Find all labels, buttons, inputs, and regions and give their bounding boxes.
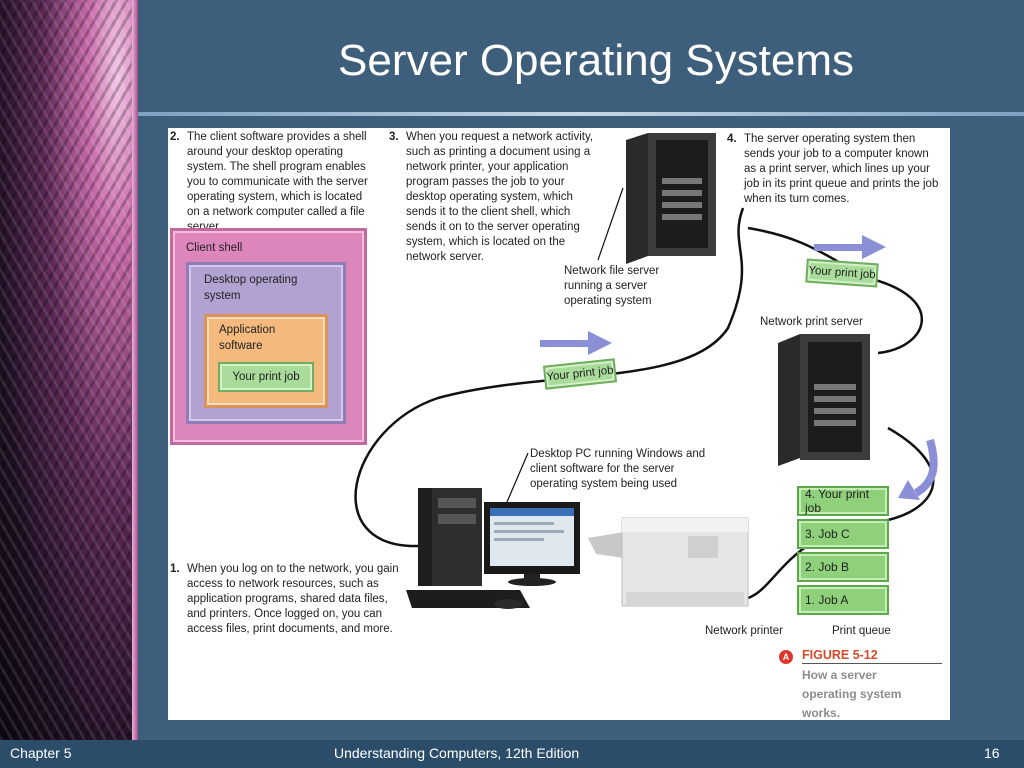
application-software-box <box>204 314 328 408</box>
footer-book-title: Understanding Computers, 12th Edition <box>334 745 580 761</box>
step-4-text: 4. The server operating system then send… <box>727 132 940 207</box>
page-number: 16 <box>984 745 1000 761</box>
monitor-icon <box>484 502 580 586</box>
caption-divider <box>802 663 942 664</box>
slide-footer: Chapter 5 Understanding Computers, 12th … <box>0 740 1024 768</box>
print-job-box: Your print job <box>218 362 314 392</box>
callout-line <box>597 187 624 261</box>
figure-panel: 2. The client software provides a shell … <box>168 128 950 720</box>
step-description: When you log on to the network, you gain… <box>187 563 399 635</box>
slide-title: Server Operating Systems <box>338 36 854 85</box>
print-server-caption: Network print server <box>760 316 863 328</box>
print-queue-item: 4. Your print job <box>797 486 889 516</box>
application-software-label: Application software <box>219 324 276 352</box>
print-queue-item: 2. Job B <box>797 552 889 582</box>
step-description: When you request a network activity, suc… <box>406 131 594 263</box>
desktop-pc-caption: Desktop PC running Windows and client so… <box>530 448 706 490</box>
print-queue-caption: Print queue <box>832 625 891 637</box>
file-server-icon <box>626 133 716 264</box>
figure-caption: How a server operating system works. <box>802 668 902 720</box>
desktop-pc-icon <box>418 488 482 586</box>
arrow-right-icon <box>814 235 886 259</box>
print-queue-item: 1. Job A <box>797 585 889 615</box>
step-2-text: 2. The client software provides a shell … <box>170 130 377 235</box>
arrow-right-icon <box>540 331 612 355</box>
step-number: 4. <box>727 133 737 145</box>
step-number: 1. <box>170 563 180 575</box>
figure-number: FIGURE 5-12 <box>802 648 878 662</box>
printer-caption: Network printer <box>705 625 783 637</box>
step-description: The server operating system then sends y… <box>744 133 939 205</box>
diagram-artwork <box>354 133 938 609</box>
printer-icon <box>588 517 749 607</box>
desktop-os-label: Desktop operating system <box>204 274 298 302</box>
footer-chapter: Chapter 5 <box>10 745 72 761</box>
step-description: The client software provides a shell aro… <box>187 131 368 233</box>
file-server-caption: Network file server running a server ope… <box>564 265 660 307</box>
arrow-curved-down-icon <box>898 438 938 500</box>
title-divider <box>138 112 1024 116</box>
step-number: 3. <box>389 131 399 143</box>
step-number: 2. <box>170 131 180 143</box>
decorative-side-panel <box>0 0 138 740</box>
step-3-text: 3. When you request a network activity, … <box>389 130 598 265</box>
print-server-icon <box>778 334 870 466</box>
mouse-icon <box>494 599 522 609</box>
client-shell-label: Client shell <box>186 242 243 254</box>
step-1-text: 1. When you log on to the network, you g… <box>170 562 405 637</box>
figure-logo-icon: A <box>779 650 793 664</box>
print-job-tag: Your print job <box>805 258 879 288</box>
print-queue-item: 3. Job C <box>797 519 889 549</box>
